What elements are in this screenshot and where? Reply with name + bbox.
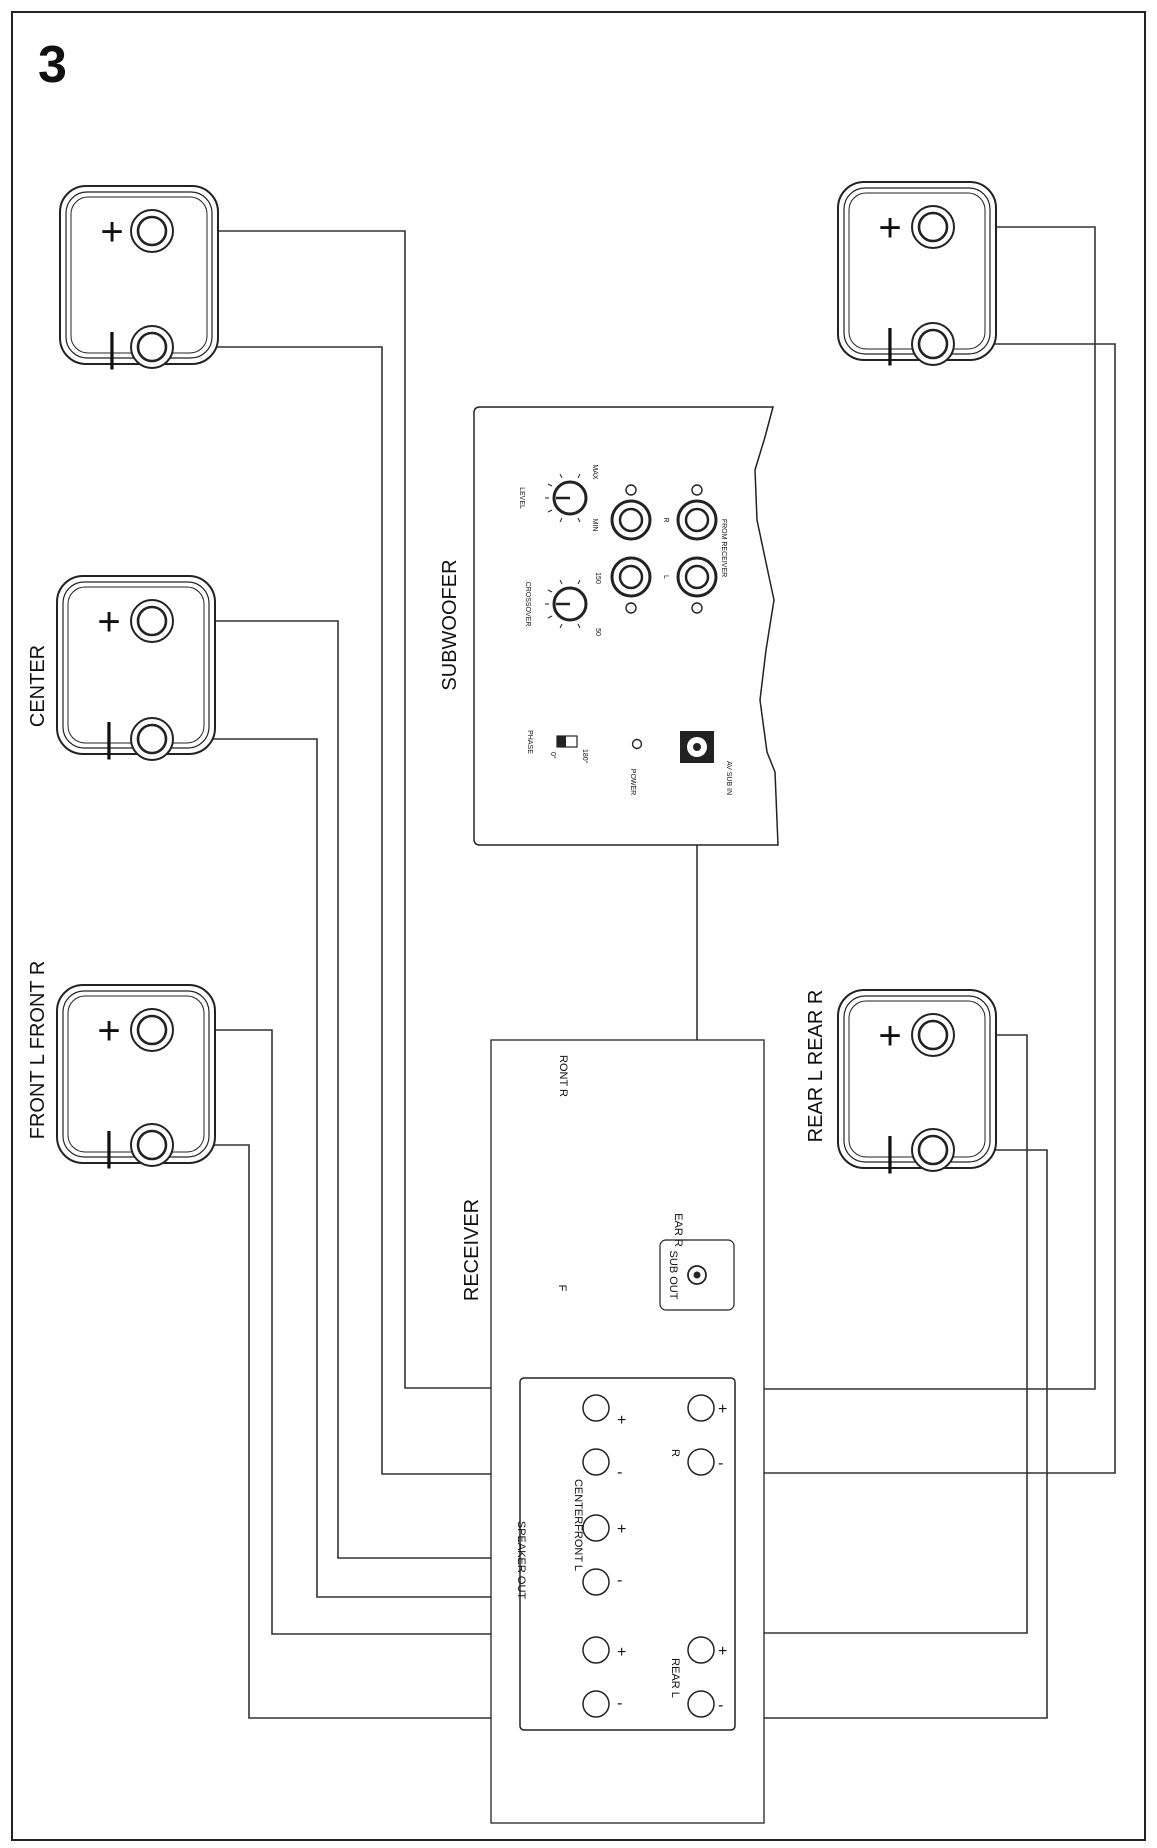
terminal-plus xyxy=(129,208,175,254)
rca-input-l-red xyxy=(676,556,718,598)
terminal-plus xyxy=(910,204,956,250)
terminal-minus xyxy=(129,1122,175,1168)
level-min: MIN xyxy=(591,519,598,532)
polarity-mark xyxy=(625,484,637,496)
av-sub-in-pin xyxy=(693,743,701,751)
rx-terminal-rear-r-minus xyxy=(687,1448,715,1476)
minus-symbol: | xyxy=(107,326,117,370)
wire-rear-r-minus xyxy=(690,343,1116,1474)
figure-frame xyxy=(11,11,1146,1841)
rx-terminal-front-r-minus xyxy=(582,1448,610,1476)
terminal-minus xyxy=(129,716,175,762)
speaker-rear-l: + | xyxy=(837,989,997,1174)
rx-terminal-rear-r-plus xyxy=(687,1394,715,1422)
crossover-max: 150 xyxy=(594,572,601,584)
rx-terminal-center-plus xyxy=(582,1514,610,1542)
minus-mark: - xyxy=(718,1697,723,1714)
wire-front-r-plus xyxy=(152,230,555,1389)
polarity-mark xyxy=(691,602,703,614)
rx-terminal-center-minus xyxy=(582,1568,610,1596)
rx-terminal-rear-l-plus xyxy=(687,1636,715,1664)
rca-input-r-red xyxy=(676,499,718,541)
speaker-center: + | xyxy=(56,575,216,762)
terminal-minus xyxy=(910,1127,956,1173)
plus-mark: + xyxy=(718,1401,727,1418)
minus-mark: - xyxy=(617,1695,622,1712)
rx-terminal-front-r-plus xyxy=(582,1394,610,1422)
receiver-panel: RONT R F SUB OUT EAR R SPEAKER OUT CENTE… xyxy=(490,1039,765,1824)
speaker-front-r: + | xyxy=(59,185,219,370)
r-label: R xyxy=(669,1449,681,1457)
wire-rear-r-plus xyxy=(688,226,1096,1390)
subwoofer-panel: LEVEL MAX MIN CROSSOVER 150 50 xyxy=(473,406,779,846)
f-fragment: F xyxy=(556,1285,568,1292)
sub-out-label: SUB OUT xyxy=(667,1251,679,1300)
av-sub-in-label: AV SUB IN xyxy=(725,761,732,795)
sub-out-jack-pin xyxy=(693,1271,701,1279)
terminal-minus xyxy=(129,324,175,370)
plus-mark: + xyxy=(617,1521,626,1538)
minus-symbol: | xyxy=(885,1130,895,1174)
ear-r-fragment: EAR R xyxy=(672,1213,684,1247)
label-center: CENTER xyxy=(27,645,49,727)
level-max: MAX xyxy=(591,464,598,480)
plus-mark: + xyxy=(718,1643,727,1660)
polarity-mark xyxy=(625,602,637,614)
polarity-mark xyxy=(691,484,703,496)
minus-mark: - xyxy=(718,1455,723,1472)
plus-symbol: + xyxy=(100,210,123,254)
rx-terminal-front-l-minus xyxy=(582,1690,610,1718)
wire-center-plus xyxy=(152,620,555,1559)
wire-front-r-minus xyxy=(152,346,555,1475)
front-r-fragment: RONT R xyxy=(557,1055,569,1097)
plus-symbol: + xyxy=(97,600,120,644)
label-subwoofer: SUBWOOFER xyxy=(439,559,461,690)
rear-l-label: REAR L xyxy=(669,1658,681,1698)
level-label: LEVEL xyxy=(518,487,525,509)
minus-mark: - xyxy=(617,1572,622,1589)
rca-input-l-white xyxy=(610,556,652,598)
speaker-out-label: SPEAKER OUT xyxy=(515,1521,527,1600)
power-label: POWER xyxy=(629,769,636,795)
wire-center-minus xyxy=(152,738,560,1598)
plus-mark: + xyxy=(617,1644,626,1661)
rx-terminal-rear-l-minus xyxy=(687,1690,715,1718)
terminal-plus xyxy=(129,1007,175,1053)
plus-symbol: + xyxy=(878,206,901,250)
speaker-out-block xyxy=(519,1377,736,1731)
label-receiver: RECEIVER xyxy=(461,1199,483,1301)
figure-number: 3 xyxy=(38,36,67,94)
plus-symbol: + xyxy=(878,1014,901,1058)
crossover-label: CROSSOVER xyxy=(524,582,531,627)
plus-symbol: + xyxy=(97,1009,120,1053)
crossover-knob xyxy=(545,579,588,629)
speaker-rear-r: + | xyxy=(837,181,997,367)
minus-symbol: | xyxy=(104,1125,114,1169)
power-led xyxy=(631,738,643,750)
phase-switch-toggle xyxy=(557,736,566,747)
rca-r-label: R xyxy=(662,517,669,522)
minus-symbol: | xyxy=(885,322,895,366)
crossover-min: 50 xyxy=(594,628,601,636)
rca-l-label: L xyxy=(662,575,669,579)
rca-input-r-white xyxy=(610,499,652,541)
minus-mark: - xyxy=(617,1464,622,1481)
terminal-plus xyxy=(910,1012,956,1058)
terminal-plus xyxy=(129,598,175,644)
from-receiver-label: FROM RECEIVER xyxy=(720,519,727,577)
phase-180: 180° xyxy=(581,749,589,764)
minus-symbol: | xyxy=(104,716,114,760)
phase-0: 0° xyxy=(549,752,557,759)
level-knob xyxy=(545,473,588,523)
plus-mark: + xyxy=(617,1412,626,1429)
center-front-l-label: CENTERFRONT L xyxy=(572,1479,584,1571)
rx-terminal-front-l-plus xyxy=(582,1636,610,1664)
label-rear: REAR L REAR R xyxy=(805,990,827,1143)
speaker-front-l: + | xyxy=(56,984,216,1169)
terminal-minus xyxy=(910,321,956,367)
phase-label: PHASE xyxy=(526,730,533,754)
label-front: FRONT L FRONT R xyxy=(27,961,49,1140)
